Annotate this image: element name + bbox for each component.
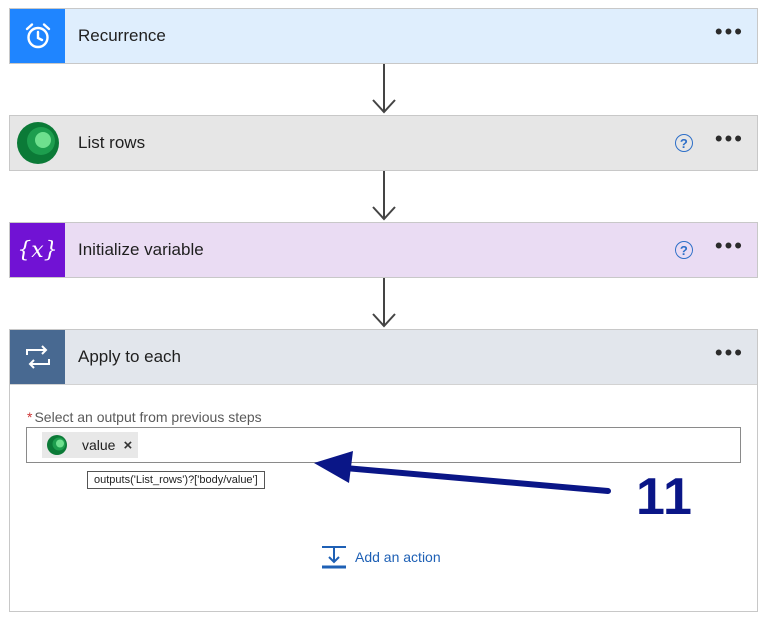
alarm-clock-icon: [10, 9, 65, 63]
token-tooltip: outputs('List_rows')?['body/value']: [87, 471, 265, 489]
dataverse-icon: [10, 116, 65, 170]
list-rows-title: List rows: [78, 133, 146, 152]
apply-to-each-panel: Apply to each ••• *Select an output from…: [9, 329, 758, 612]
add-action-button[interactable]: Add an action: [321, 545, 441, 569]
initialize-variable-title: Initialize variable: [78, 240, 204, 259]
dataverse-icon: [47, 435, 67, 455]
apply-to-each-header[interactable]: Apply to each •••: [10, 330, 757, 385]
connector-arrow: [372, 64, 396, 114]
field-label-text: Select an output from previous steps: [34, 409, 262, 425]
initialize-variable-card[interactable]: {x} Initialize variable ? •••: [9, 222, 758, 278]
help-circle-icon[interactable]: ?: [674, 134, 693, 152]
output-select-input[interactable]: value ×: [26, 427, 741, 463]
annotation-number: 11: [636, 468, 693, 526]
add-action-icon: [322, 546, 346, 569]
value-token[interactable]: value ×: [42, 432, 139, 458]
ellipsis-icon[interactable]: •••: [714, 340, 744, 365]
field-label: *Select an output from previous steps: [27, 409, 262, 425]
variable-icon: {x}: [10, 223, 65, 277]
variable-icon-text: {x}: [17, 237, 58, 263]
ellipsis-icon[interactable]: •••: [714, 233, 744, 258]
close-icon[interactable]: ×: [123, 436, 133, 454]
token-label: value: [82, 437, 116, 453]
ellipsis-icon[interactable]: •••: [714, 126, 744, 151]
add-action-label: Add an action: [355, 549, 441, 565]
apply-to-each-title: Apply to each: [78, 347, 182, 366]
connector-arrow: [372, 171, 396, 221]
list-rows-card[interactable]: List rows ? •••: [9, 115, 758, 171]
required-mark: *: [27, 409, 33, 425]
help-circle-icon[interactable]: ?: [674, 241, 693, 259]
recurrence-card[interactable]: Recurrence •••: [9, 8, 758, 64]
connector-arrow: [372, 278, 396, 328]
recurrence-title: Recurrence: [78, 26, 166, 45]
loop-icon: [10, 330, 65, 384]
ellipsis-icon[interactable]: •••: [714, 19, 744, 44]
